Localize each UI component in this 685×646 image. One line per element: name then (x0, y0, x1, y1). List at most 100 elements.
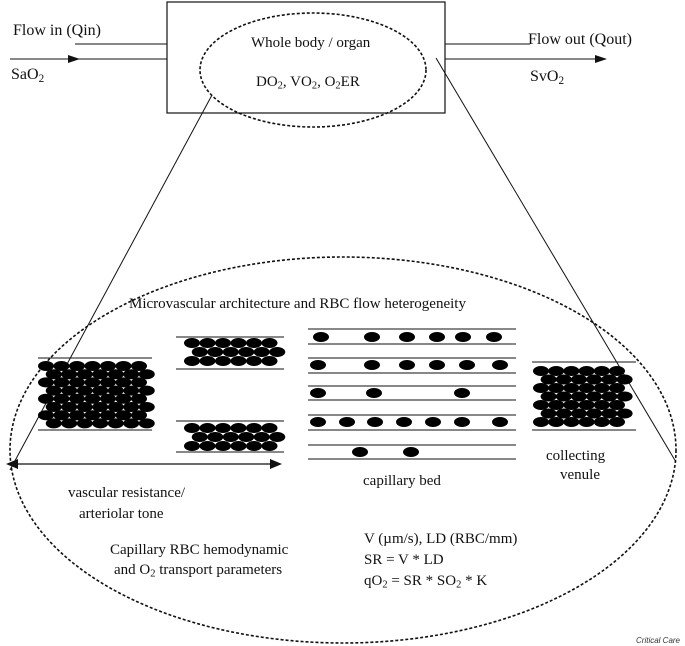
rbc-cell (138, 418, 155, 429)
rbc-cell (107, 402, 124, 412)
rbc-cell (253, 347, 270, 357)
capillary-bed-label: capillary bed (363, 473, 441, 489)
rbc-cell (555, 408, 572, 419)
rbc-cell (100, 393, 116, 404)
rbc-cell (230, 338, 247, 348)
rbc-cell (246, 423, 262, 433)
branch-vessel-lower (176, 420, 286, 453)
rbc-cell (246, 356, 262, 366)
rbc-cell (571, 408, 587, 419)
rbc-cell (399, 360, 415, 370)
rbc-cell (53, 377, 70, 388)
rbc-cell (92, 402, 109, 412)
rbc-cell (429, 360, 445, 370)
rbc-cell (593, 366, 610, 376)
rbc-cell (540, 408, 557, 419)
rbc-cell (310, 360, 326, 370)
flow-out-arrow-head (595, 55, 607, 63)
rbc-cell (184, 338, 200, 348)
rbc-cell (184, 441, 200, 451)
rbc-cell (261, 441, 278, 451)
rbc-cell (199, 356, 216, 366)
rbc-cell (593, 383, 610, 393)
rbc-cell (339, 417, 355, 427)
resistance-double-arrow (6, 459, 282, 469)
rbc-cell (563, 366, 580, 376)
rbc-cell (69, 393, 85, 404)
organ-params: DO2, VO2, O2ER (256, 74, 360, 92)
rbc-cell (246, 441, 262, 451)
rbc-cell (84, 410, 101, 421)
rbc-cell (261, 423, 278, 433)
rbc-cell (131, 377, 147, 388)
rbc-cell (76, 402, 93, 412)
rbc-cell (123, 418, 140, 429)
branch-vessel-upper (176, 336, 286, 370)
rbc-cell (425, 417, 441, 427)
rbc-cell (310, 417, 326, 427)
rbc-cell (131, 361, 147, 371)
rbc-cell (84, 361, 101, 371)
rbc-cell (92, 418, 109, 429)
rbc-cell (115, 377, 132, 388)
rbc-cell (84, 393, 101, 404)
rbc-cell (100, 410, 116, 421)
rbc-cell (616, 408, 633, 419)
rbc-cell (184, 356, 200, 366)
rbc-cell (492, 417, 508, 427)
rbc-cell (207, 347, 224, 357)
rbc-cell (53, 393, 70, 404)
rbc-cell (138, 402, 155, 412)
rbc-cell (138, 369, 155, 380)
rbc-cell (238, 432, 255, 442)
rbc-cell (100, 361, 116, 371)
rbc-cell (191, 432, 208, 442)
rbc-cell (396, 417, 412, 427)
rbc-cell (454, 388, 470, 398)
rbc-cell (53, 410, 70, 421)
rbc-cell (593, 400, 610, 410)
rbc-cell (578, 400, 595, 410)
rbc-cell (533, 417, 549, 427)
capillary-bed-vessels (308, 328, 516, 460)
rbc-cell (76, 369, 93, 380)
micro-title: Microvascular architecture and RBC flow … (129, 296, 466, 312)
svo2-label: SvO2 (530, 68, 565, 87)
rbc-cell (61, 369, 78, 380)
flow-out-label: Flow out (Qout) (528, 31, 632, 48)
rbc-cell (454, 417, 470, 427)
rbc-cell (366, 388, 382, 398)
rbc-cell (399, 332, 415, 342)
organ-title: Whole body / organ (251, 35, 371, 51)
rbc-cell (563, 383, 580, 393)
rbc-cell (230, 423, 247, 433)
rbc-cell (92, 369, 109, 380)
rbc-cell (486, 332, 502, 342)
resistance-label-1: vascular resistance/ (68, 485, 186, 501)
rbc-cell (533, 366, 549, 376)
rbc-cell (230, 441, 247, 451)
rbc-cell (586, 391, 603, 402)
equation-qo2: qO2 = SR * SO2 * K (364, 573, 488, 591)
rbc-cell (609, 366, 625, 376)
rbc-cell (403, 447, 419, 457)
rbc-cell (548, 417, 565, 427)
zoom-line-right (435, 57, 677, 463)
rbc-cell (313, 332, 329, 342)
rbc-cell (616, 391, 633, 402)
rbc-cell (578, 366, 595, 376)
rbc-cell (38, 361, 54, 371)
rbc-cell (310, 388, 326, 398)
rbc-cell (76, 385, 93, 396)
resistance-label-2: arteriolar tone (79, 506, 164, 522)
rbc-cell (352, 447, 368, 457)
sao2-label: SaO2 (11, 66, 45, 85)
rbc-cell (38, 393, 54, 404)
rbc-cell (115, 410, 132, 421)
rbc-cell (238, 347, 255, 357)
rbc-cell (107, 385, 124, 396)
rbc-cell (215, 356, 231, 366)
rbc-cell (246, 338, 262, 348)
rbc-cell (61, 385, 78, 396)
